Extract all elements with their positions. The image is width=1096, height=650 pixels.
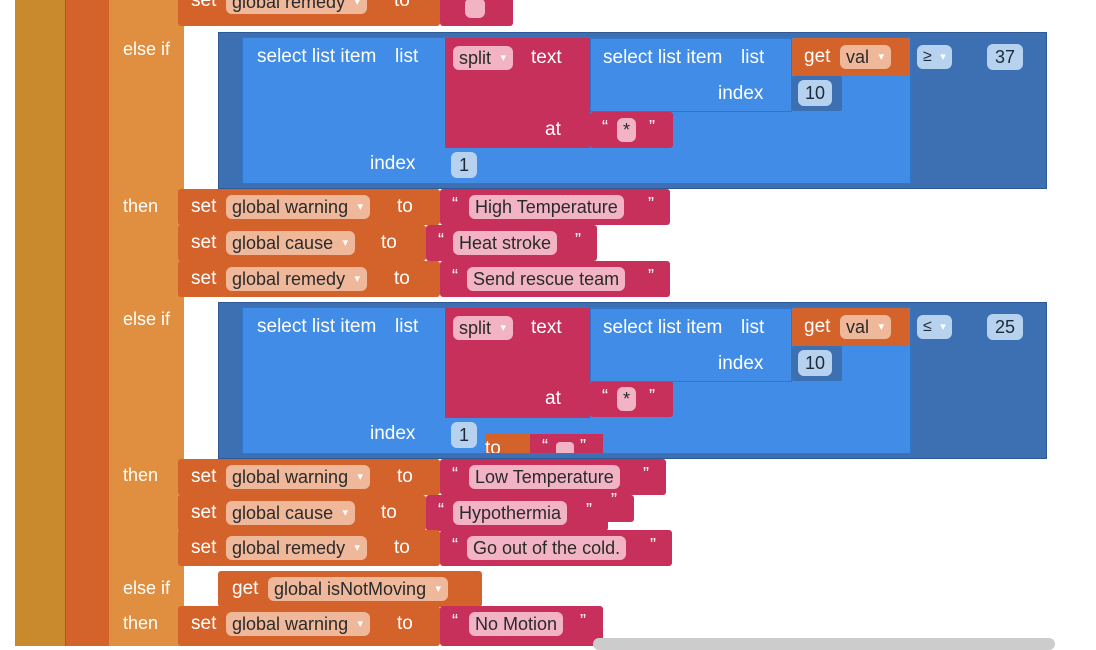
text-string-block[interactable]: “ Low Temperature ” <box>440 459 666 495</box>
set-global-cause[interactable]: set global cause ▾ to <box>178 495 426 531</box>
chevron-down-icon: ▾ <box>357 471 364 483</box>
variable-dropdown[interactable]: global warning ▾ <box>226 195 371 219</box>
text-string-block[interactable]: “ Hypothermia ” <box>426 495 608 531</box>
chevron-down-icon: ▾ <box>357 618 364 630</box>
else-if-label: else if <box>123 39 171 59</box>
set-global-remedy[interactable]: set global remedy ▾ to <box>178 530 440 566</box>
split-dropdown[interactable]: split ▾ <box>453 316 514 340</box>
variable-dropdown[interactable]: global remedy ▾ <box>226 267 368 291</box>
text-string-block[interactable]: “ Go out of the cold. ” <box>440 530 672 566</box>
text-string-block[interactable]: “ Send rescue team ” <box>440 261 670 297</box>
text-value[interactable]: No Motion <box>469 612 564 636</box>
variable-dropdown[interactable]: global remedy ▾ <box>226 0 368 14</box>
horizontal-scrollbar[interactable] <box>593 638 1055 650</box>
if-else-block[interactable] <box>109 0 184 646</box>
chevron-down-icon: ▾ <box>878 51 885 63</box>
text-string-block[interactable]: “ No Motion ” <box>440 606 603 646</box>
number-value[interactable]: 25 <box>987 314 1023 340</box>
else-if-label: else if <box>123 578 171 598</box>
number-value[interactable]: 37 <box>987 44 1023 70</box>
chevron-down-icon: ▾ <box>354 273 361 285</box>
text-string-block[interactable]: “ * ” <box>590 112 673 148</box>
variable-dropdown[interactable]: global cause ▾ <box>226 501 356 525</box>
select-list-item-block-inner-1[interactable]: select list item list index <box>590 38 792 112</box>
set-global-remedy[interactable]: set global remedy ▾ to <box>178 261 440 297</box>
variable-dropdown[interactable]: global isNotMoving ▾ <box>268 577 449 601</box>
select-list-item-block-inner-2[interactable]: select list item list index <box>590 308 792 382</box>
text-value[interactable] <box>465 0 485 18</box>
split-block-2[interactable]: split ▾ text at <box>445 308 590 418</box>
text-value[interactable]: * <box>617 118 637 142</box>
variable-dropdown[interactable]: global remedy ▾ <box>226 536 368 560</box>
set-global-remedy-top[interactable]: set global remedy ▾ to <box>178 0 440 26</box>
text-string-block[interactable]: “ * ” <box>590 381 673 417</box>
text-value[interactable]: High Temperature <box>469 195 624 219</box>
chevron-down-icon: ▾ <box>500 52 507 64</box>
chevron-down-icon: ▾ <box>435 583 442 595</box>
text-value[interactable]: * <box>617 387 637 411</box>
then-label: then <box>123 465 159 485</box>
text-string-block[interactable]: “ ” <box>440 0 513 26</box>
text-value[interactable]: Send rescue team <box>467 267 626 291</box>
outer-if-block-1[interactable] <box>15 0 65 646</box>
text-string-block[interactable]: “ Heat stroke ” <box>426 225 597 261</box>
variable-dropdown[interactable]: val ▾ <box>840 315 892 339</box>
text-value[interactable]: Low Temperature <box>469 465 620 489</box>
chevron-down-icon: ▾ <box>354 542 361 554</box>
chevron-down-icon: ▾ <box>500 322 507 334</box>
get-val-block[interactable]: get val ▾ <box>792 308 910 346</box>
variable-dropdown[interactable]: global cause ▾ <box>226 231 356 255</box>
get-global-isnotmoving[interactable]: get global isNotMoving ▾ <box>218 571 482 607</box>
index-value[interactable]: 10 <box>798 350 832 376</box>
set-global-cause[interactable]: set global cause ▾ to <box>178 225 426 261</box>
chevron-down-icon: ▾ <box>342 237 349 249</box>
variable-dropdown[interactable]: global warning ▾ <box>226 612 371 636</box>
set-global-warning[interactable]: set global warning ▾ to <box>178 189 440 225</box>
text-value[interactable]: Hypothermia <box>453 501 568 525</box>
overlapping-set-fragment[interactable]: to “ ” <box>485 434 603 453</box>
text-string-block[interactable]: “ High Temperature ” <box>440 189 670 225</box>
operator-dropdown[interactable]: ≥ ▾ <box>917 45 952 69</box>
chevron-down-icon: ▾ <box>940 321 946 333</box>
text-value[interactable]: Heat stroke <box>453 231 558 255</box>
chevron-down-icon: ▾ <box>354 0 361 8</box>
index-value[interactable]: 1 <box>451 422 477 448</box>
set-global-warning[interactable]: set global warning ▾ to <box>178 606 440 646</box>
split-dropdown[interactable]: split ▾ <box>453 46 514 70</box>
variable-dropdown[interactable]: global warning ▾ <box>226 465 371 489</box>
chevron-down-icon: ▾ <box>357 201 364 213</box>
chevron-down-icon: ▾ <box>342 507 349 519</box>
to-keyword: to <box>394 0 410 11</box>
index-value[interactable]: 10 <box>798 80 832 106</box>
text-value[interactable]: Go out of the cold. <box>467 536 627 560</box>
outer-if-block-2[interactable] <box>65 0 109 646</box>
split-block-1[interactable]: split ▾ text at <box>445 38 590 148</box>
operator-dropdown[interactable]: ≤ ▾ <box>917 315 952 339</box>
get-val-block[interactable]: get val ▾ <box>792 38 910 76</box>
chevron-down-icon: ▾ <box>878 321 885 333</box>
index-value[interactable]: 1 <box>451 152 477 178</box>
set-global-warning[interactable]: set global warning ▾ to <box>178 459 440 495</box>
set-keyword: set <box>191 0 217 11</box>
chevron-down-icon: ▾ <box>940 51 946 63</box>
then-label: then <box>123 196 159 216</box>
variable-dropdown[interactable]: val ▾ <box>840 45 892 69</box>
else-if-label: else if <box>123 309 171 329</box>
then-label: then <box>123 613 159 633</box>
